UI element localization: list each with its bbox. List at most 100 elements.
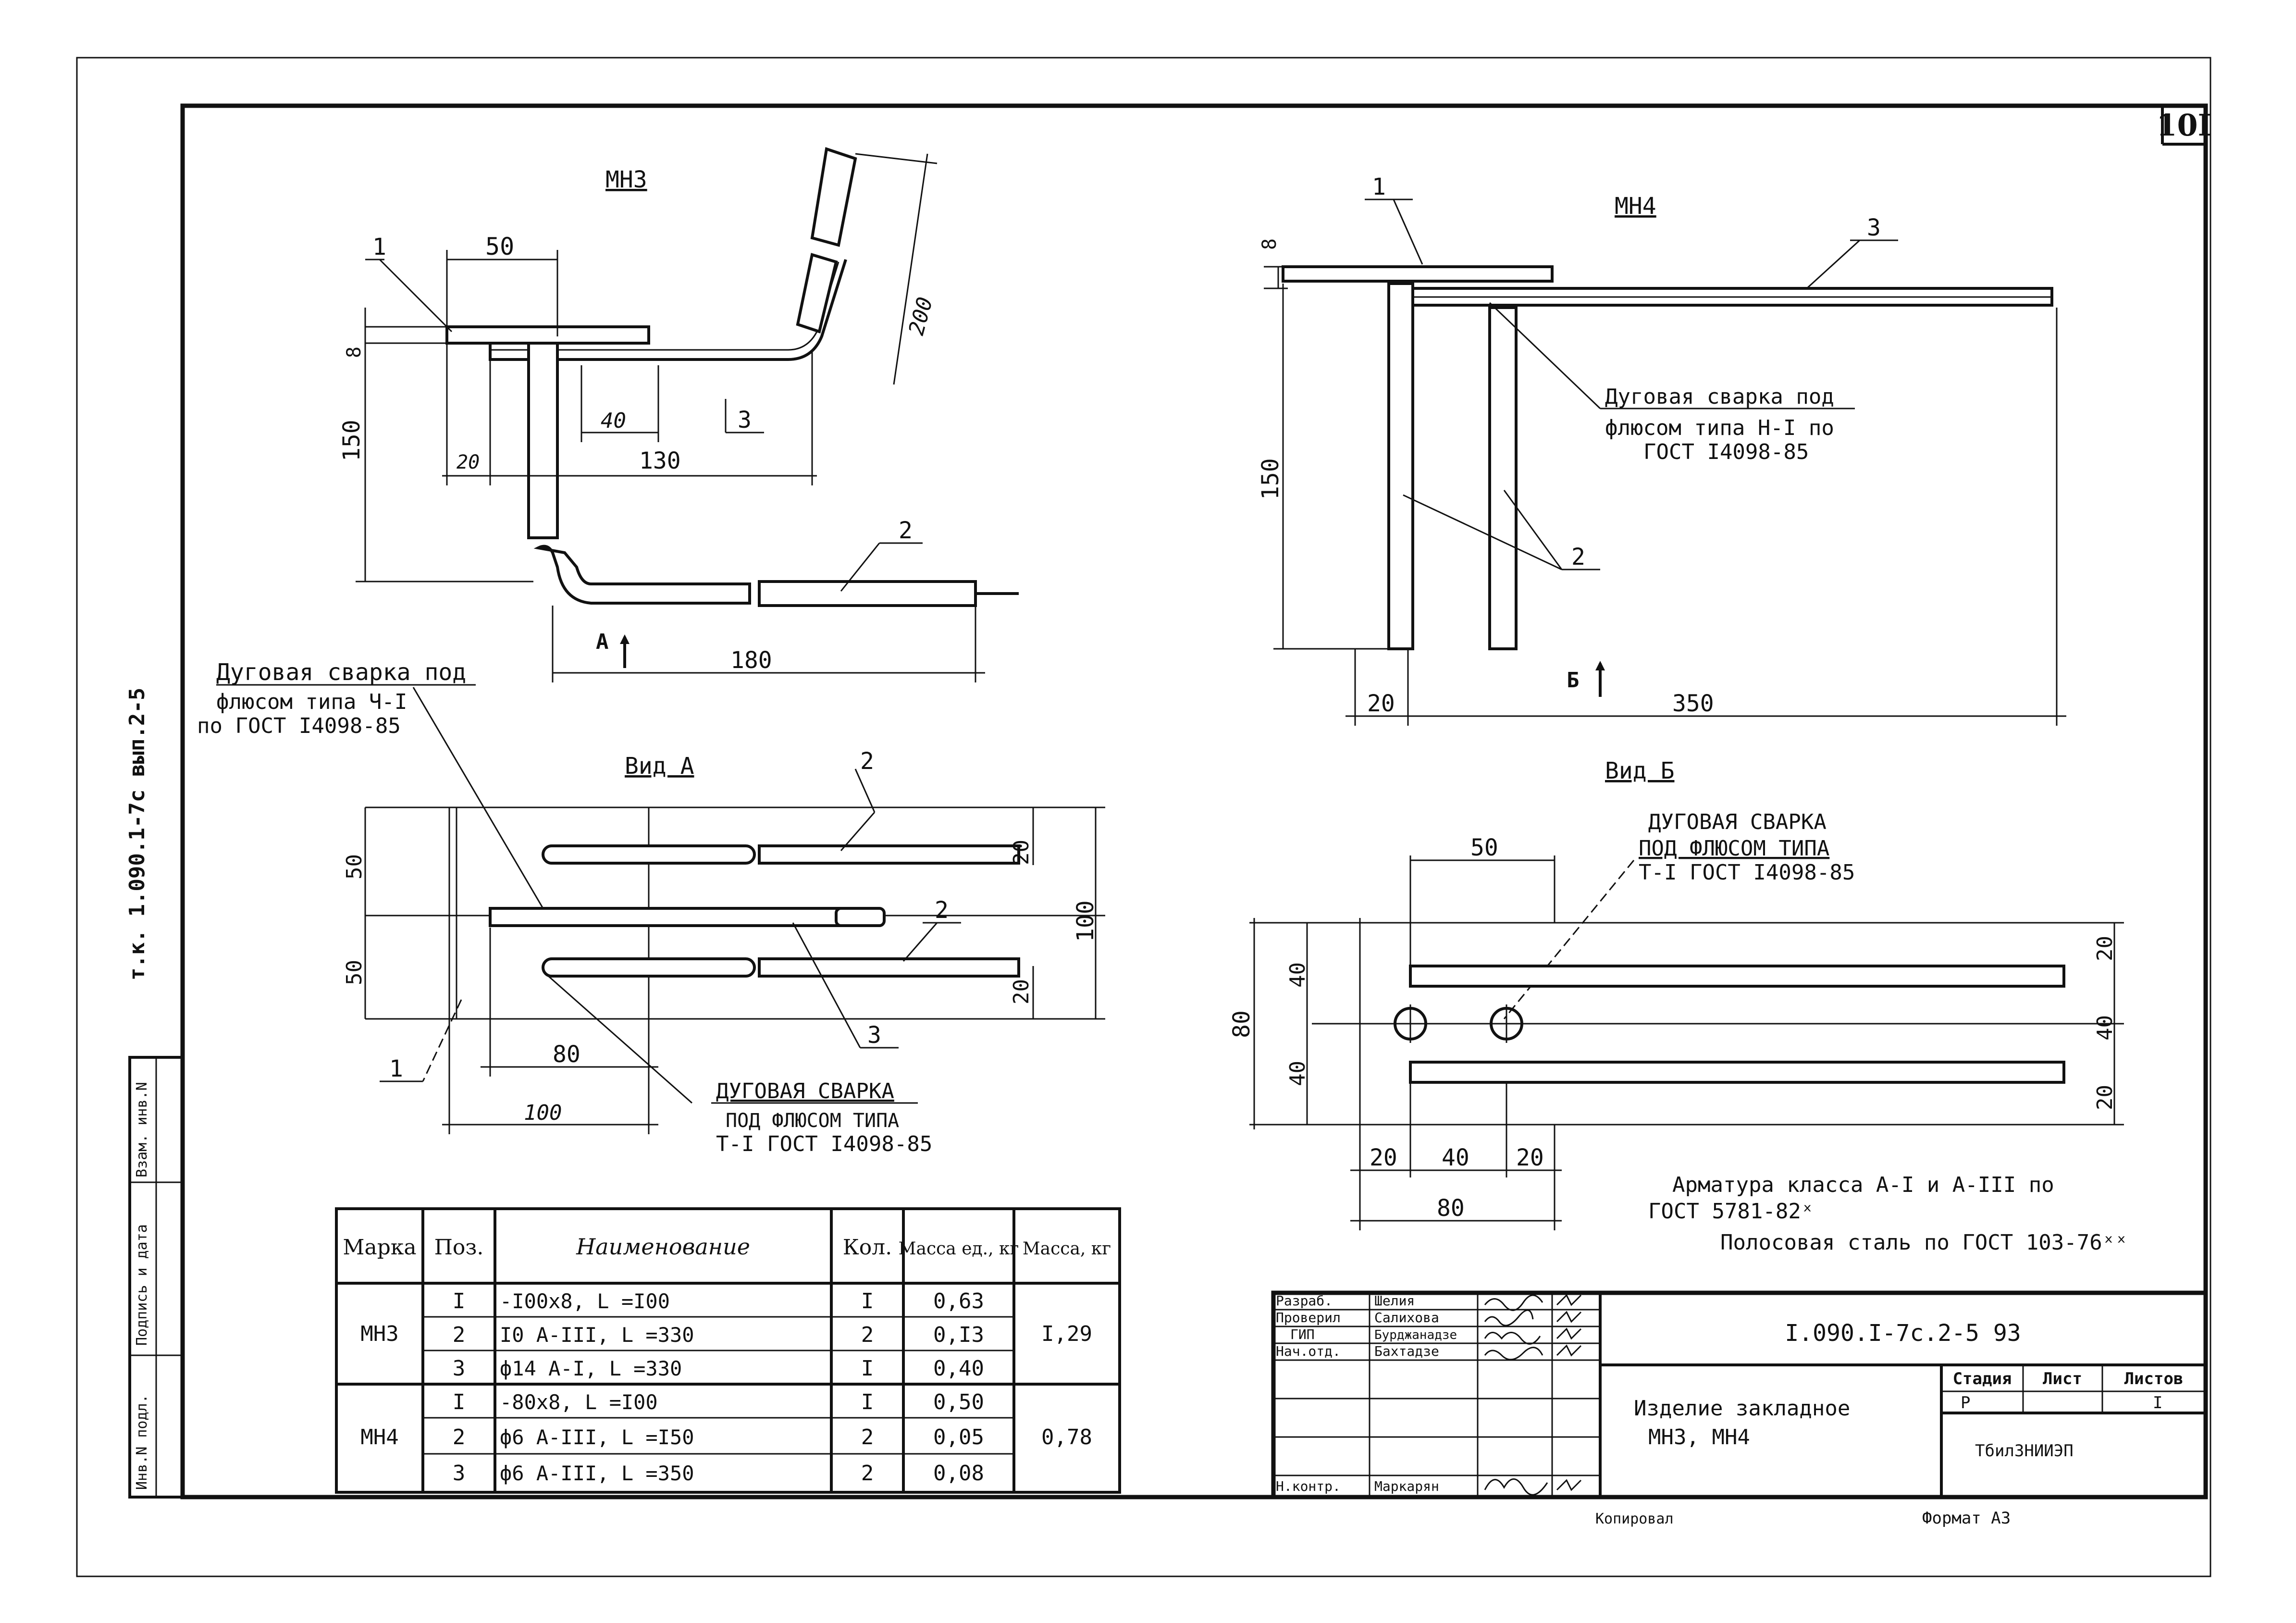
note-gost: ГОСТ 5781-82ˣ <box>1648 1199 1814 1224</box>
view-b-dim-20r2: 20 <box>2093 1085 2117 1110</box>
table-row-name: -80x8, L =I00 <box>500 1390 658 1414</box>
role-developer: Разраб. <box>1276 1293 1333 1309</box>
table-row-pos: I <box>453 1289 466 1313</box>
mn3-dim-20: 20 <box>457 451 480 473</box>
mn3-dim-150: 150 <box>338 420 365 461</box>
role-norm-control: Н.контр. <box>1276 1478 1341 1494</box>
stage-header: Стадия <box>1953 1369 2012 1388</box>
mn3-dim-8: 8 <box>343 347 365 358</box>
table-row-mass: 0,08 <box>933 1461 984 1486</box>
view-a-weld-bottom-3: Т-I ГОСТ I4098-85 <box>716 1132 932 1156</box>
view-b-dim-80: 80 <box>1228 1010 1255 1038</box>
mn3-dim-200: 200 <box>904 295 938 338</box>
col-mass-header: Масса, кг <box>1023 1239 1111 1259</box>
sheet-header: Лист <box>2043 1369 2082 1388</box>
col-qty-header: Кол. <box>843 1235 892 1260</box>
view-b-dim-20a: 20 <box>1370 1144 1397 1171</box>
role-checker: Проверил <box>1276 1310 1341 1326</box>
mn4-dim-150: 150 <box>1257 458 1284 500</box>
table-row-mass: 0,40 <box>933 1356 984 1381</box>
table-row-qty: I <box>861 1289 874 1313</box>
mn4-dim-350: 350 <box>1672 690 1714 717</box>
note-reinforcement: Арматура класса А-I и А-III по <box>1672 1173 2054 1197</box>
side-stamp-replace: Взам. инв.N <box>134 1082 150 1177</box>
sheet-number: 10I <box>2156 108 2211 143</box>
view-a-dim-100: 100 <box>1072 900 1099 942</box>
item-title-1: Изделие закладное <box>1634 1396 1850 1421</box>
mn3-dim-50: 50 <box>485 233 514 260</box>
view-a-weld-top-1: Дуговая сварка под <box>216 659 466 686</box>
mn4-title: МН4 <box>1615 193 1656 220</box>
mn3-title: МН3 <box>605 166 647 193</box>
table-row-pos: 2 <box>453 1323 466 1347</box>
signatures <box>1484 1294 1582 1496</box>
col-name-header: Наименование <box>576 1234 750 1260</box>
organization: ТбилЗНИИЭП <box>1975 1441 2074 1461</box>
general-notes: Арматура класса А-I и А-III по ГОСТ 5781… <box>1648 1173 2128 1255</box>
view-b-dim-40a: 40 <box>1285 962 1310 988</box>
item-title-2: МН3, МН4 <box>1648 1425 1750 1450</box>
table-row-mass: 0,I3 <box>933 1323 984 1347</box>
mn3-plate <box>445 325 650 345</box>
mn3-callout-2: 2 <box>899 517 913 544</box>
view-a-dim-50b: 50 <box>342 960 367 985</box>
mn4-callout-1: 1 <box>1372 173 1386 200</box>
view-a-dim-20a: 20 <box>1009 840 1034 865</box>
mn3-dim-40: 40 <box>601 409 626 433</box>
mn3-dim-130: 130 <box>639 447 681 474</box>
side-stamp-inv: Инв.N подл. <box>134 1394 150 1490</box>
view-a-dim-80: 80 <box>553 1041 580 1068</box>
table-row-mass: 0,63 <box>933 1289 984 1313</box>
table-row-qty: I <box>861 1390 874 1414</box>
mn4-view-arrow-label: Б <box>1567 668 1580 693</box>
table-row-name: ф6 А-III, L =I50 <box>500 1425 694 1449</box>
view-a-title: Вид А <box>625 753 694 780</box>
col-pos-header: Поз. <box>434 1235 484 1260</box>
copied-label: Копировал <box>1595 1511 1674 1527</box>
side-stamp: Инв.N подл. Подпись и дата Взам. инв.N т… <box>125 688 184 1499</box>
name-chief-engineer: Бурджанадзе <box>1374 1328 1457 1342</box>
stage-value: Р <box>1961 1393 1970 1412</box>
view-a-dim-100b: 100 <box>524 1101 562 1125</box>
table-row-mass: 0,05 <box>933 1425 984 1450</box>
view-a-weld-top-2: флюсом типа Ч-I <box>216 690 407 714</box>
view-b-weld-2: ПОД ФЛЮСОМ ТИПА <box>1639 836 1829 861</box>
mn4-weld-note-2: флюсом типа Н-I по <box>1605 416 1834 440</box>
group-mark-mn3: МН3 <box>360 1322 398 1346</box>
view-a-callout-3: 3 <box>867 1022 881 1049</box>
name-head-dept: Бахтадзе <box>1374 1343 1439 1359</box>
view-a-dim-20b: 20 <box>1009 979 1034 1004</box>
col-unit-mass-header: Масса ед., кг <box>899 1239 1019 1259</box>
mn4-dim-8: 8 <box>1259 238 1281 250</box>
mn3-dim-180: 180 <box>730 647 772 674</box>
table-row-qty: 2 <box>861 1461 874 1486</box>
name-norm-control: Маркарян <box>1374 1478 1439 1494</box>
mn4-dim-20: 20 <box>1367 690 1395 717</box>
view-b-weld-3: Т-I ГОСТ I4098-85 <box>1639 860 1855 885</box>
side-code: т.к. 1.090.1-7с вып.2-5 <box>125 688 149 980</box>
view-mn4: МН4 8 150 20 350 1 3 Дуговая сварка под … <box>1257 173 2066 726</box>
table-row-name: -I00x8, L =I00 <box>500 1289 670 1313</box>
name-developer: Шелия <box>1374 1293 1415 1309</box>
sheets-value: I <box>2153 1393 2162 1412</box>
group-mark-mn4: МН4 <box>360 1425 398 1450</box>
view-b-dim-20b: 20 <box>1516 1144 1544 1171</box>
col-mark-header: Марка <box>343 1235 416 1260</box>
table-row-qty: 2 <box>861 1323 874 1347</box>
name-checker: Салихова <box>1374 1310 1439 1326</box>
table-row-pos: 3 <box>453 1356 466 1381</box>
view-a-weld-bottom-2: ПОД ФЛЮСОМ ТИПА <box>726 1110 899 1132</box>
table-row-qty: I <box>861 1356 874 1381</box>
mn3-callout-1: 1 <box>372 234 386 260</box>
table-row-pos: 2 <box>453 1425 466 1450</box>
mn4-weld-note-3: ГОСТ I4098-85 <box>1643 440 1809 464</box>
table-row-mass: 0,50 <box>933 1390 984 1414</box>
view-b-title: Вид Б <box>1605 757 1675 784</box>
view-a-callout-1: 1 <box>389 1055 403 1082</box>
view-b-dim-40r: 40 <box>2093 1015 2117 1041</box>
view-mn3: МН3 50 8 150 40 20 130 <box>338 147 1019 682</box>
sheets-header: Листов <box>2124 1369 2184 1388</box>
sheet-frame: 10I <box>76 57 2212 1577</box>
table-row-pos: 3 <box>453 1461 466 1486</box>
